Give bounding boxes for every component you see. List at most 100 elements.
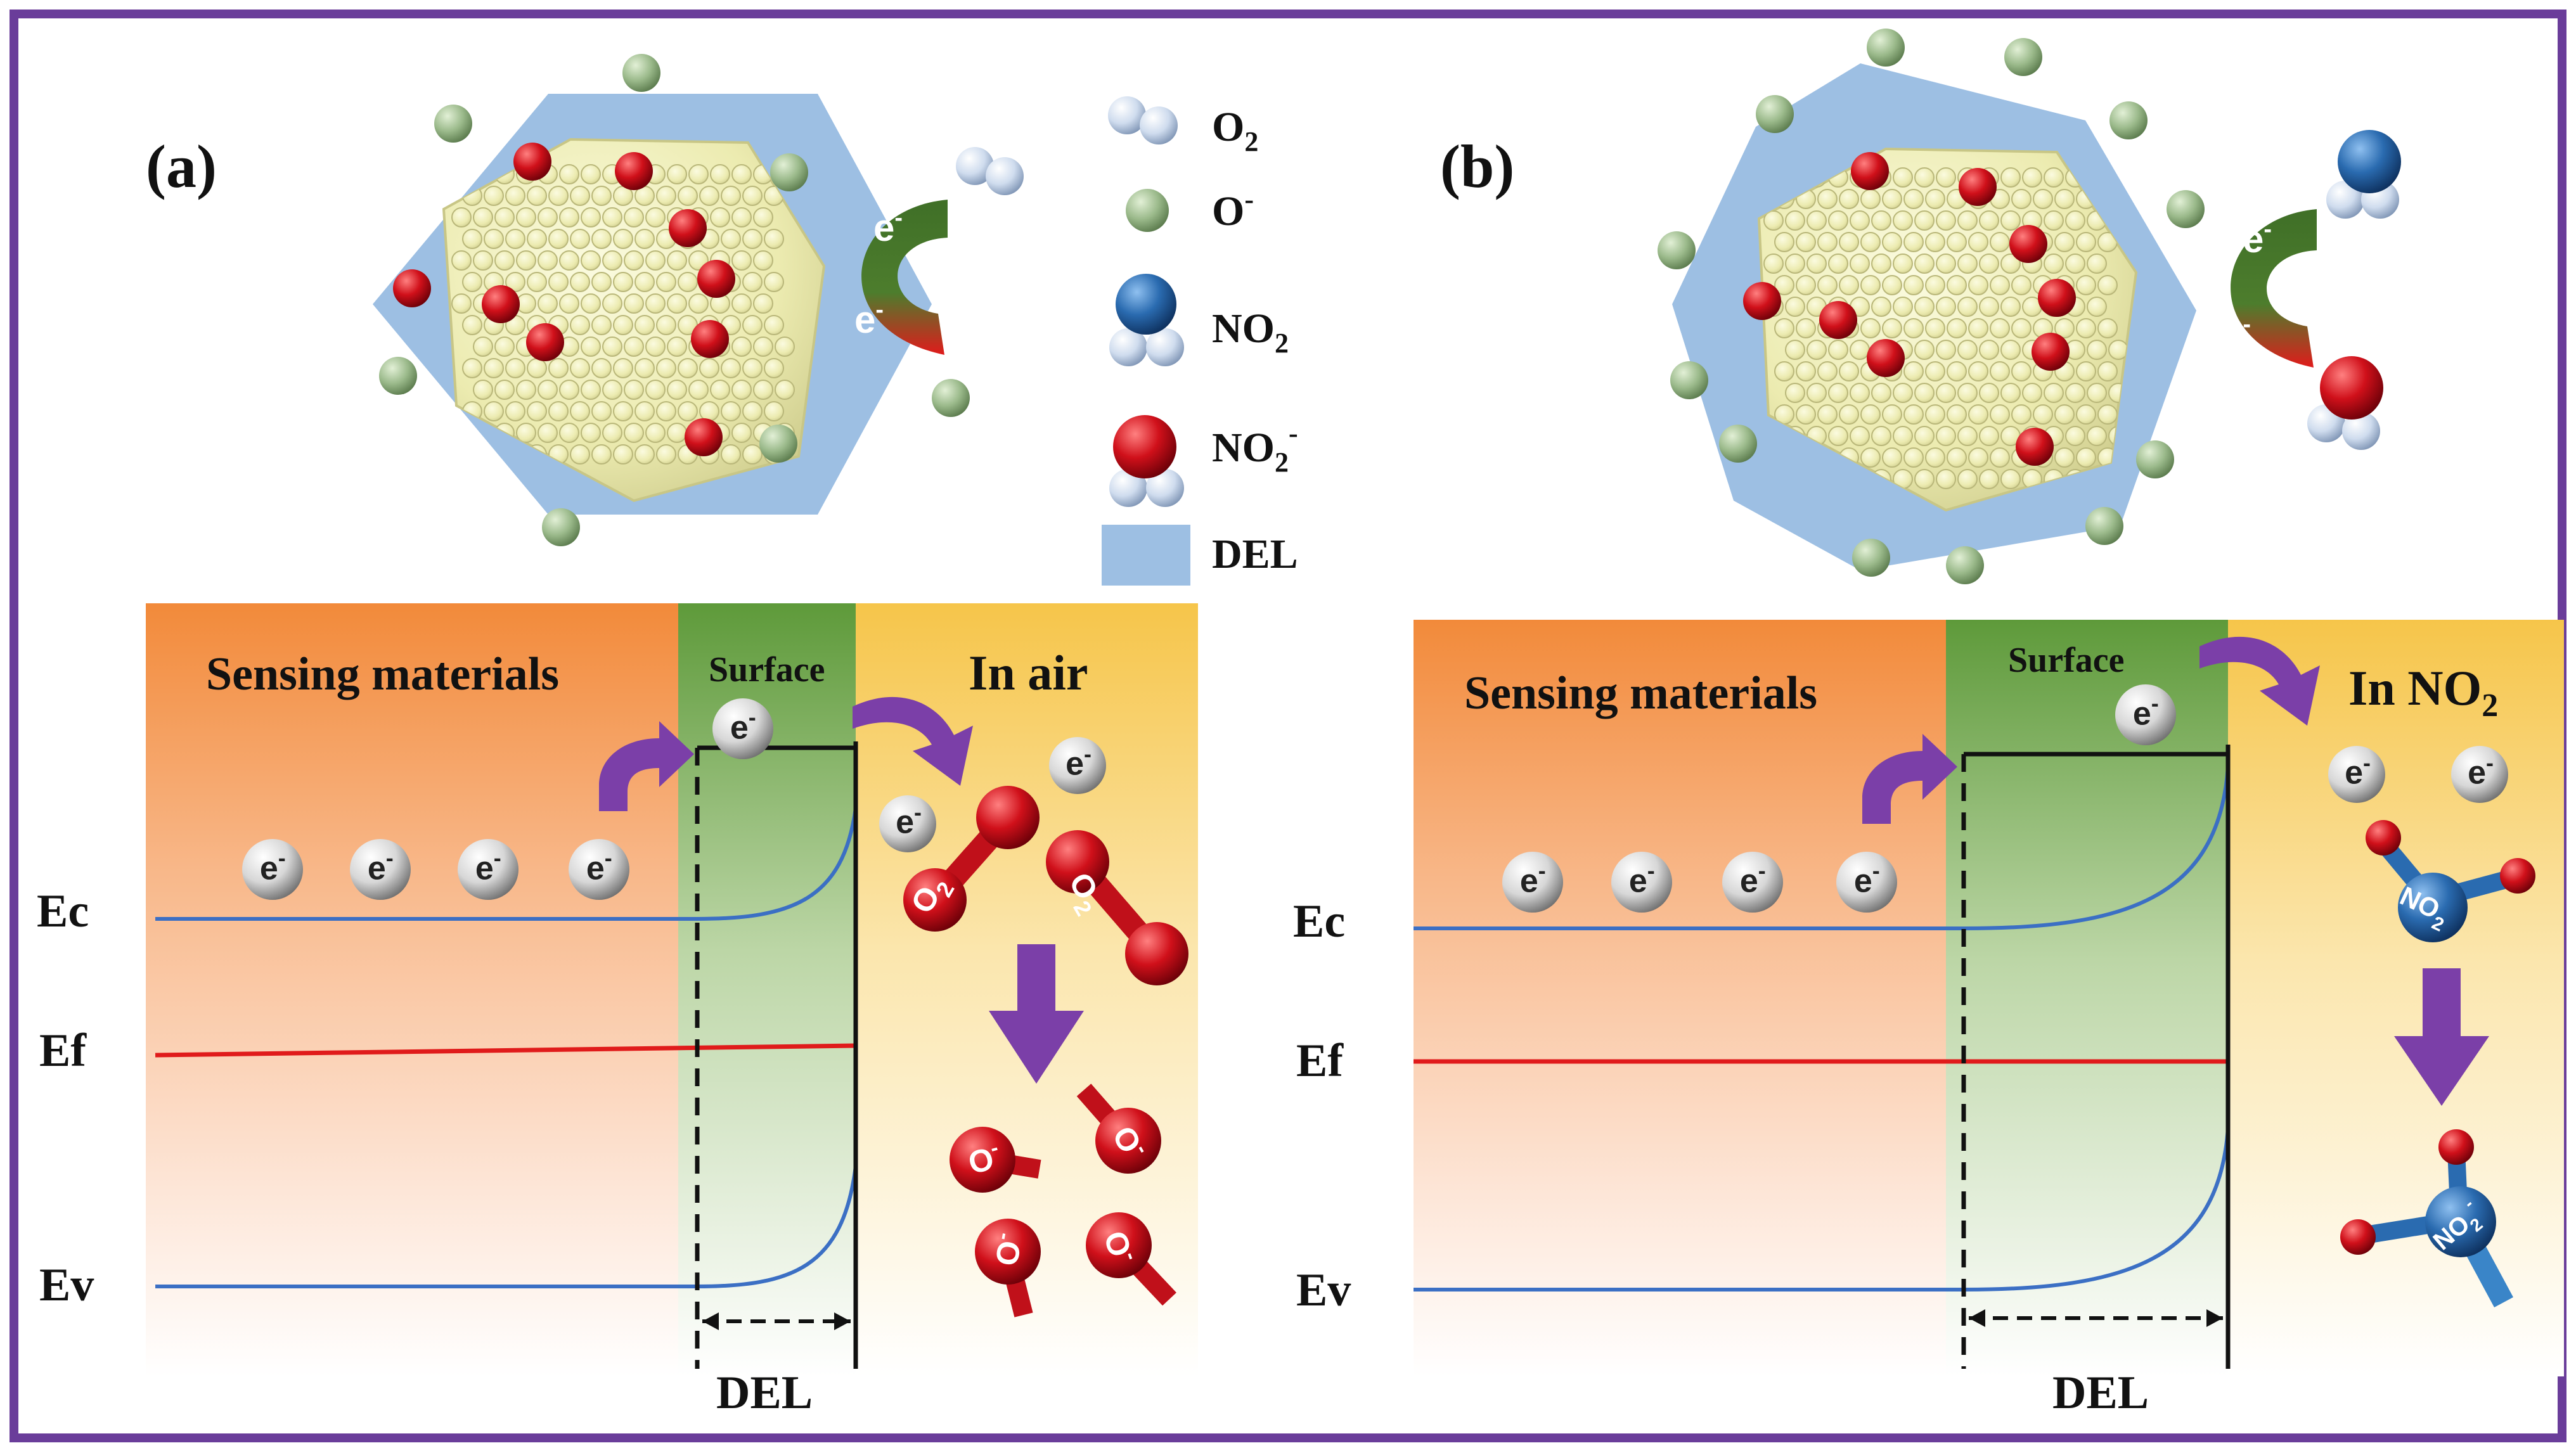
panel-b-label: (b) xyxy=(1440,132,1514,200)
panel-b: (b) e- e- xyxy=(1293,29,2564,1419)
panel-a-red-site xyxy=(393,269,431,307)
panel-b-ec-label: Ec xyxy=(1293,895,1345,947)
panel-a-reaction-arrow xyxy=(989,944,1084,1084)
panel-a-sensing-region xyxy=(146,603,678,1376)
panel-b-adsorbed-o-ion xyxy=(2085,507,2123,545)
panel-b-sensing-region xyxy=(1414,620,1946,1376)
panel-b-bulk-electron: e- xyxy=(1611,852,1672,913)
svg-text:e-: e- xyxy=(730,704,756,747)
panel-a-electron-transfer-arc: e- e- xyxy=(854,147,1024,355)
legend-o2-label: O2 xyxy=(1212,104,1258,157)
panel-a-surface-electron: e- xyxy=(712,698,773,759)
svg-text:e-: e- xyxy=(2345,750,2371,791)
panel-b-surface-region xyxy=(1946,620,2228,1376)
panel-b-adsorbed-o-ion xyxy=(2167,190,2205,228)
legend-o2-icon xyxy=(1108,96,1178,144)
panel-b-adsorbed-o-ion xyxy=(2109,101,2148,139)
panel-a-adsorbed-o-ion xyxy=(770,153,808,191)
panel-b-adsorbed-o-ion xyxy=(1719,425,1757,463)
svg-text:O-: O- xyxy=(1097,1225,1144,1268)
panel-a-surface-label: Surface xyxy=(709,650,825,689)
panel-a-adsorbed-o-ion xyxy=(434,105,472,143)
panel-b-arc-shape xyxy=(2231,209,2317,368)
panel-a-adsorbed-o-ions xyxy=(379,54,970,546)
panel-a-o2-molecule-diagram: O2 xyxy=(903,786,1040,932)
panel-b-bulk-electron: e- xyxy=(1502,852,1563,913)
panel-a-valence-band xyxy=(155,1165,858,1288)
panel-a: (a) e- e- Sensing materials Surface xyxy=(37,54,1198,1419)
panel-a-adsorbed-o-ion xyxy=(759,425,797,463)
legend-no2-minus-icon xyxy=(1109,415,1184,507)
panel-b-bulk-electron: e- xyxy=(1836,852,1897,913)
panel-b-arc-e2: e- xyxy=(2222,311,2251,356)
panel-b-red-site xyxy=(1867,339,1905,377)
panel-a-red-site xyxy=(482,285,520,323)
panel-a-del-label: DEL xyxy=(716,1367,813,1419)
panel-b-no2-molecule-diagram: NO2 xyxy=(2366,820,2535,942)
panel-b-adsorbed-o-ion xyxy=(1852,539,1890,577)
panel-b-red-site xyxy=(2032,333,2070,371)
panel-b-del-label: DEL xyxy=(2052,1367,2149,1419)
panel-a-adsorbed-o-ion xyxy=(542,508,580,546)
panel-a-bulk-electron: e- xyxy=(458,839,518,900)
panel-b-surface-label: Surface xyxy=(2008,641,2125,680)
svg-text:e-: e- xyxy=(1520,857,1546,900)
panel-a-label: (a) xyxy=(146,132,217,200)
panel-b-electrons: e-e-e-e-e-e-e- xyxy=(1502,684,2508,913)
panel-b-electron-transfer-arc: e- e- xyxy=(2222,130,2401,450)
panel-a-arc-e1: e- xyxy=(873,205,903,249)
panel-a-conduction-band xyxy=(155,807,858,921)
panel-b-electron-release-arrow xyxy=(2199,636,2320,726)
panel-b-adsorbed-o-ion xyxy=(1670,361,1708,399)
panel-a-sensing-label: Sensing materials xyxy=(206,648,559,700)
legend-no2-minus-label: NO2- xyxy=(1212,418,1298,478)
panel-a-electron-release-arrow xyxy=(853,696,973,786)
legend-del-label: DEL xyxy=(1212,531,1298,577)
panel-b-adsorbed-o-ion xyxy=(1946,546,1984,584)
svg-text:e-: e- xyxy=(2133,690,2159,733)
panel-a-red-site xyxy=(697,260,735,298)
panel-a-o-minus-ion: O- xyxy=(1086,1212,1176,1306)
panel-a-red-site xyxy=(615,152,653,190)
panel-a-red-sites xyxy=(393,143,735,456)
panel-a-free-electron: e- xyxy=(1049,737,1106,794)
panel-b-no2-molecule xyxy=(2326,130,2401,219)
panel-a-o-minus-ion: O- xyxy=(950,1127,1041,1193)
panel-b-adsorbed-o-ion xyxy=(1658,231,1696,269)
legend-o-minus-label: O- xyxy=(1212,184,1254,234)
panel-b-conduction-band xyxy=(1414,766,2230,930)
svg-text:e-: e- xyxy=(1740,857,1766,900)
panel-b-ambient-label: In NO2 xyxy=(2348,660,2498,724)
panel-b-adsorbed-o-ion xyxy=(1756,95,1794,133)
panel-a-o-minus-ion: O- xyxy=(975,1219,1041,1317)
panel-b-arc-e1: e- xyxy=(2243,216,2272,260)
panel-a-red-site xyxy=(685,418,723,456)
panel-b-ambient-region xyxy=(2228,620,2564,1376)
panel-b-free-electron: e- xyxy=(2451,746,2508,803)
panel-b-bulk-electron: e- xyxy=(1722,852,1783,913)
panel-b-particle xyxy=(1658,29,2205,584)
panel-a-red-site xyxy=(669,209,707,247)
panel-a-bulk-electron: e- xyxy=(569,839,629,900)
panel-a-adsorbed-o-ion xyxy=(932,379,970,417)
panel-a-ev-label: Ev xyxy=(39,1259,94,1311)
panel-b-adsorbed-o-ions xyxy=(1658,29,2205,584)
svg-text:e-: e- xyxy=(1629,857,1655,900)
panel-a-o-minus-ion: O- xyxy=(1076,1084,1161,1174)
svg-text:O-: O- xyxy=(986,1231,1029,1269)
panel-b-valence-band xyxy=(1414,1127,2230,1292)
panel-b-no2-minus-molecule-diagram: NO2- xyxy=(2340,1129,2513,1308)
panel-a-bulk-electron: e- xyxy=(242,839,303,900)
svg-text:O-: O- xyxy=(963,1136,1004,1181)
panel-a-red-site xyxy=(526,323,564,361)
svg-text:e-: e- xyxy=(896,799,922,840)
panel-a-ef-label: Ef xyxy=(39,1025,87,1077)
panel-a-ambient-label: In air xyxy=(969,645,1088,700)
svg-text:e-: e- xyxy=(2468,750,2494,791)
panel-b-ef-label: Ef xyxy=(1296,1035,1344,1087)
panel-a-adsorbed-o-ion xyxy=(379,357,417,395)
